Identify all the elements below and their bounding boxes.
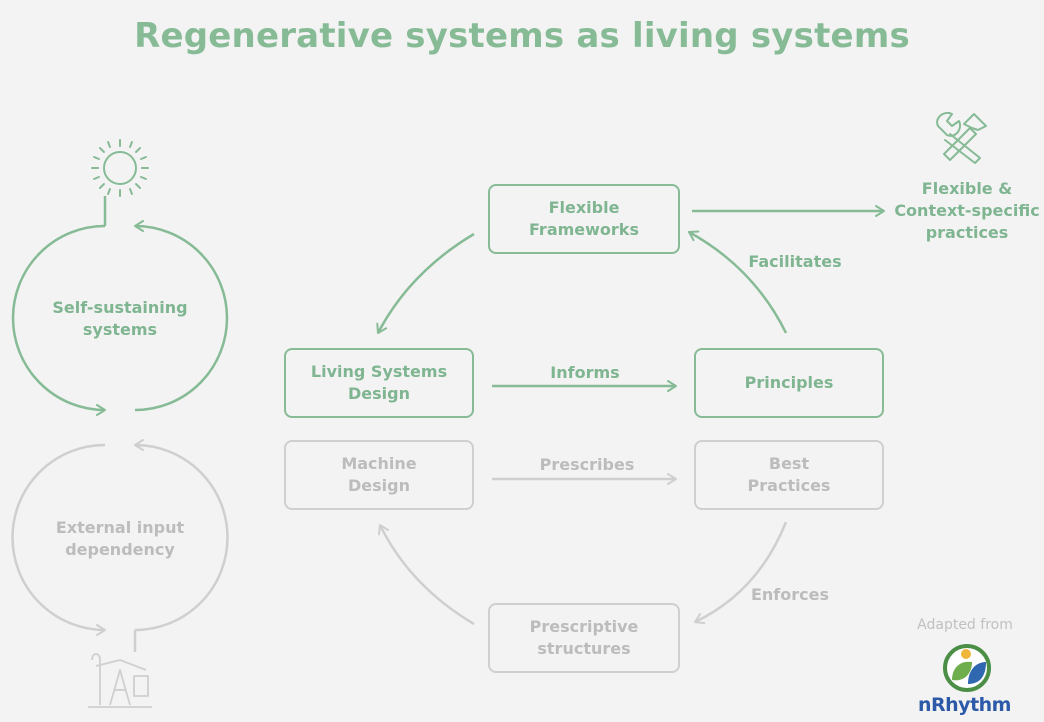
external-input-right-arc — [134, 439, 229, 632]
outcome-label: Flexible & Context-specific practices — [894, 179, 1040, 242]
oil-pump-icon — [88, 653, 152, 708]
principles-node: Principles — [694, 348, 884, 418]
informs-label: Informs — [550, 363, 620, 382]
flexible-frameworks-node: Flexible Frameworks — [488, 184, 680, 254]
nrhythm-logo-text: nRhythm — [918, 694, 1011, 716]
structures-to-machine-arrow — [378, 524, 475, 626]
self-sustaining-left-arc — [11, 224, 106, 416]
self-sustaining-label: Self-sustaining systems — [52, 298, 188, 339]
enforces-label: Enforces — [750, 585, 830, 604]
enforces-arrow — [694, 521, 788, 625]
external-input-loop — [11, 439, 229, 652]
external-input-label: External input dependency — [55, 518, 185, 559]
page-title: Regenerative systems as living systems — [134, 16, 910, 56]
hammer-wrench-icon — [936, 112, 987, 164]
machine-design-node: Machine Design — [284, 440, 474, 510]
living-systems-design-node: Living Systems Design — [284, 348, 474, 418]
self-sustaining-right-arc — [134, 220, 229, 412]
prescriptive-structures-node: Prescriptive structures — [488, 603, 680, 673]
best-practices-node: Best Practices — [694, 440, 884, 510]
external-input-left-arc — [11, 443, 106, 636]
nrhythm-logo-icon — [943, 644, 991, 692]
self-sustaining-loop — [11, 196, 229, 416]
prescribes-label: Prescribes — [539, 455, 635, 474]
sun-icon — [91, 139, 149, 197]
adapted-from-text: Adapted from — [917, 617, 1013, 633]
facilitates-label: Facilitates — [748, 252, 842, 271]
facilitates-arrow — [688, 230, 788, 334]
frameworks-to-living-arrow — [376, 232, 475, 334]
